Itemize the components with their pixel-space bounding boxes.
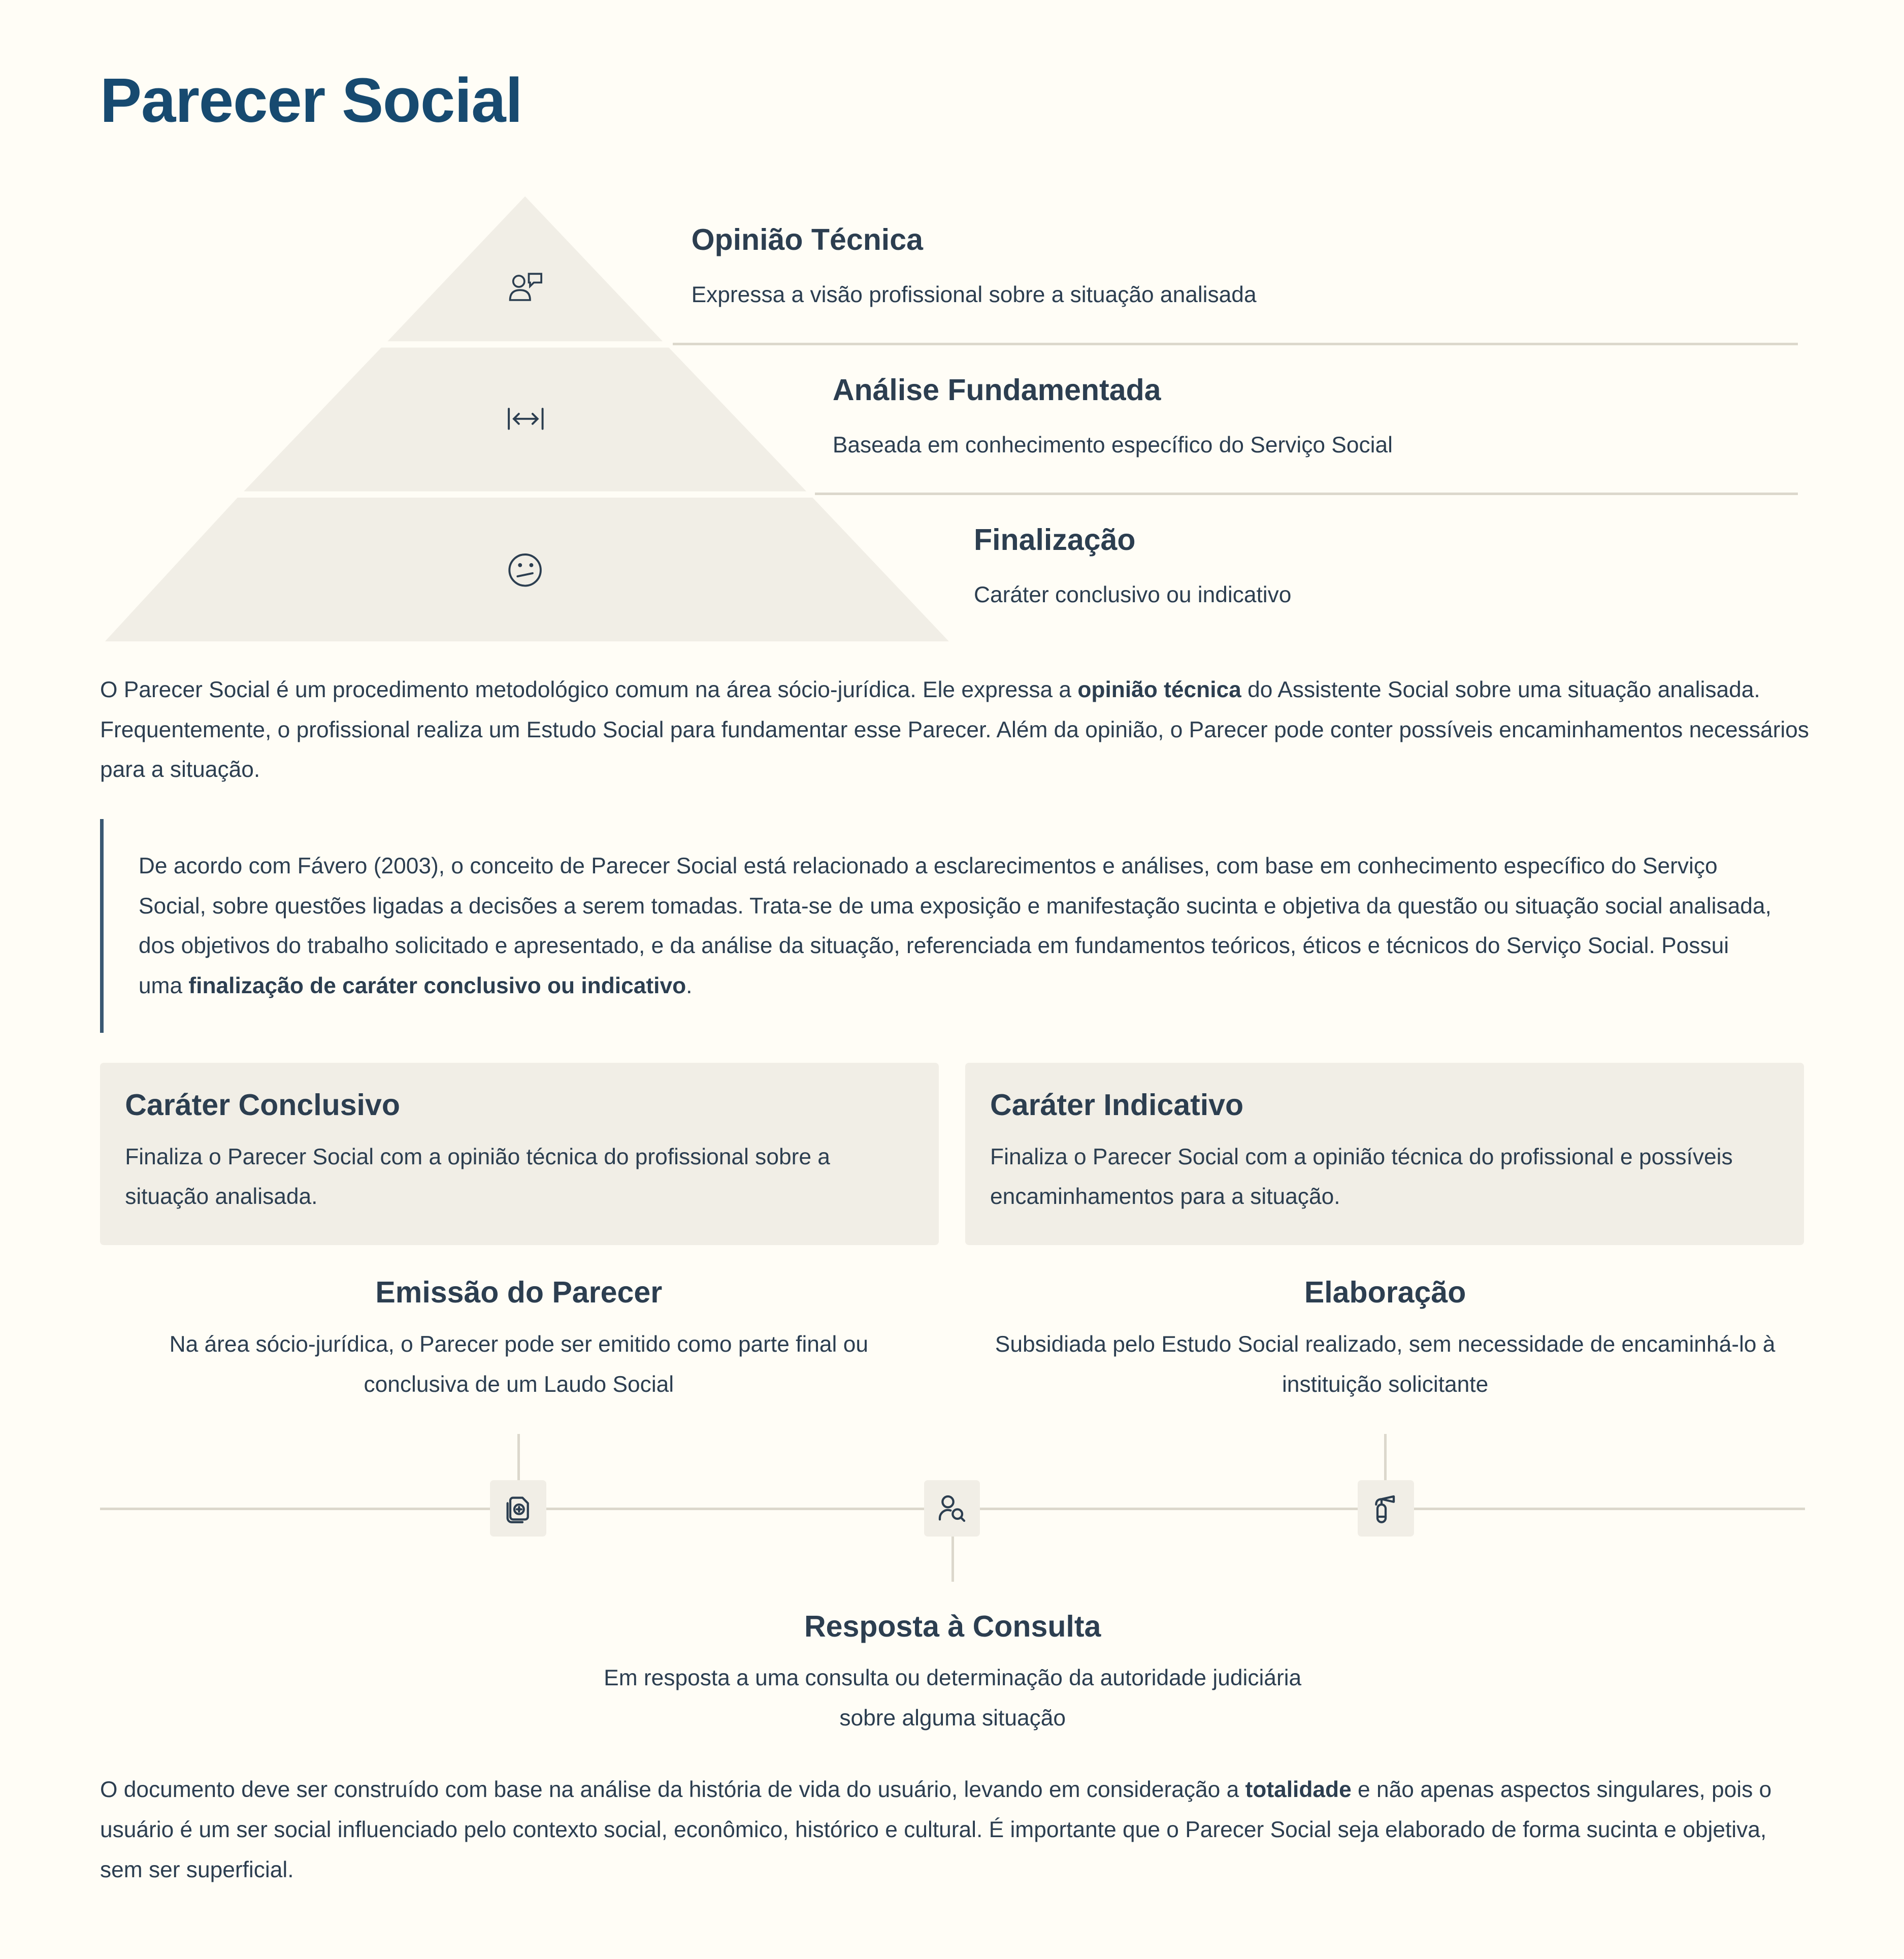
- intro-paragraph: O Parecer Social é um procedimento metod…: [100, 677, 1809, 782]
- connector: [951, 1537, 954, 1582]
- doctor-speech-icon: [509, 273, 542, 301]
- level-title: Opinião Técnica: [691, 223, 923, 257]
- blockquote: De acordo com Fávero (2003), o conceito …: [100, 819, 1775, 1033]
- user-search-icon: [924, 1480, 980, 1537]
- level-desc: Baseada em conhecimento específico do Se…: [832, 432, 1393, 458]
- width-arrows-icon: [508, 408, 544, 430]
- pyramid-level-1: [387, 196, 663, 342]
- divider: [815, 493, 1798, 496]
- pyramid: [105, 196, 949, 642]
- pyramid-level-3: [105, 497, 949, 642]
- level-desc: Expressa a visão profissional sobre a si…: [691, 282, 1257, 308]
- page-title: Parecer Social: [100, 66, 523, 136]
- connector: [517, 1434, 520, 1482]
- fire-extinguisher-icon: [1357, 1480, 1414, 1537]
- divider: [672, 342, 1798, 345]
- level-title: Análise Fundamentada: [832, 373, 1161, 407]
- closing-paragraph: O documento deve ser construído com base…: [100, 1777, 1772, 1883]
- neutral-face-icon: [508, 553, 542, 587]
- connector: [1384, 1434, 1387, 1482]
- level-title: Finalização: [974, 523, 1136, 557]
- medical-files-icon: [490, 1480, 546, 1537]
- level-desc: Caráter conclusivo ou indicativo: [974, 582, 1292, 608]
